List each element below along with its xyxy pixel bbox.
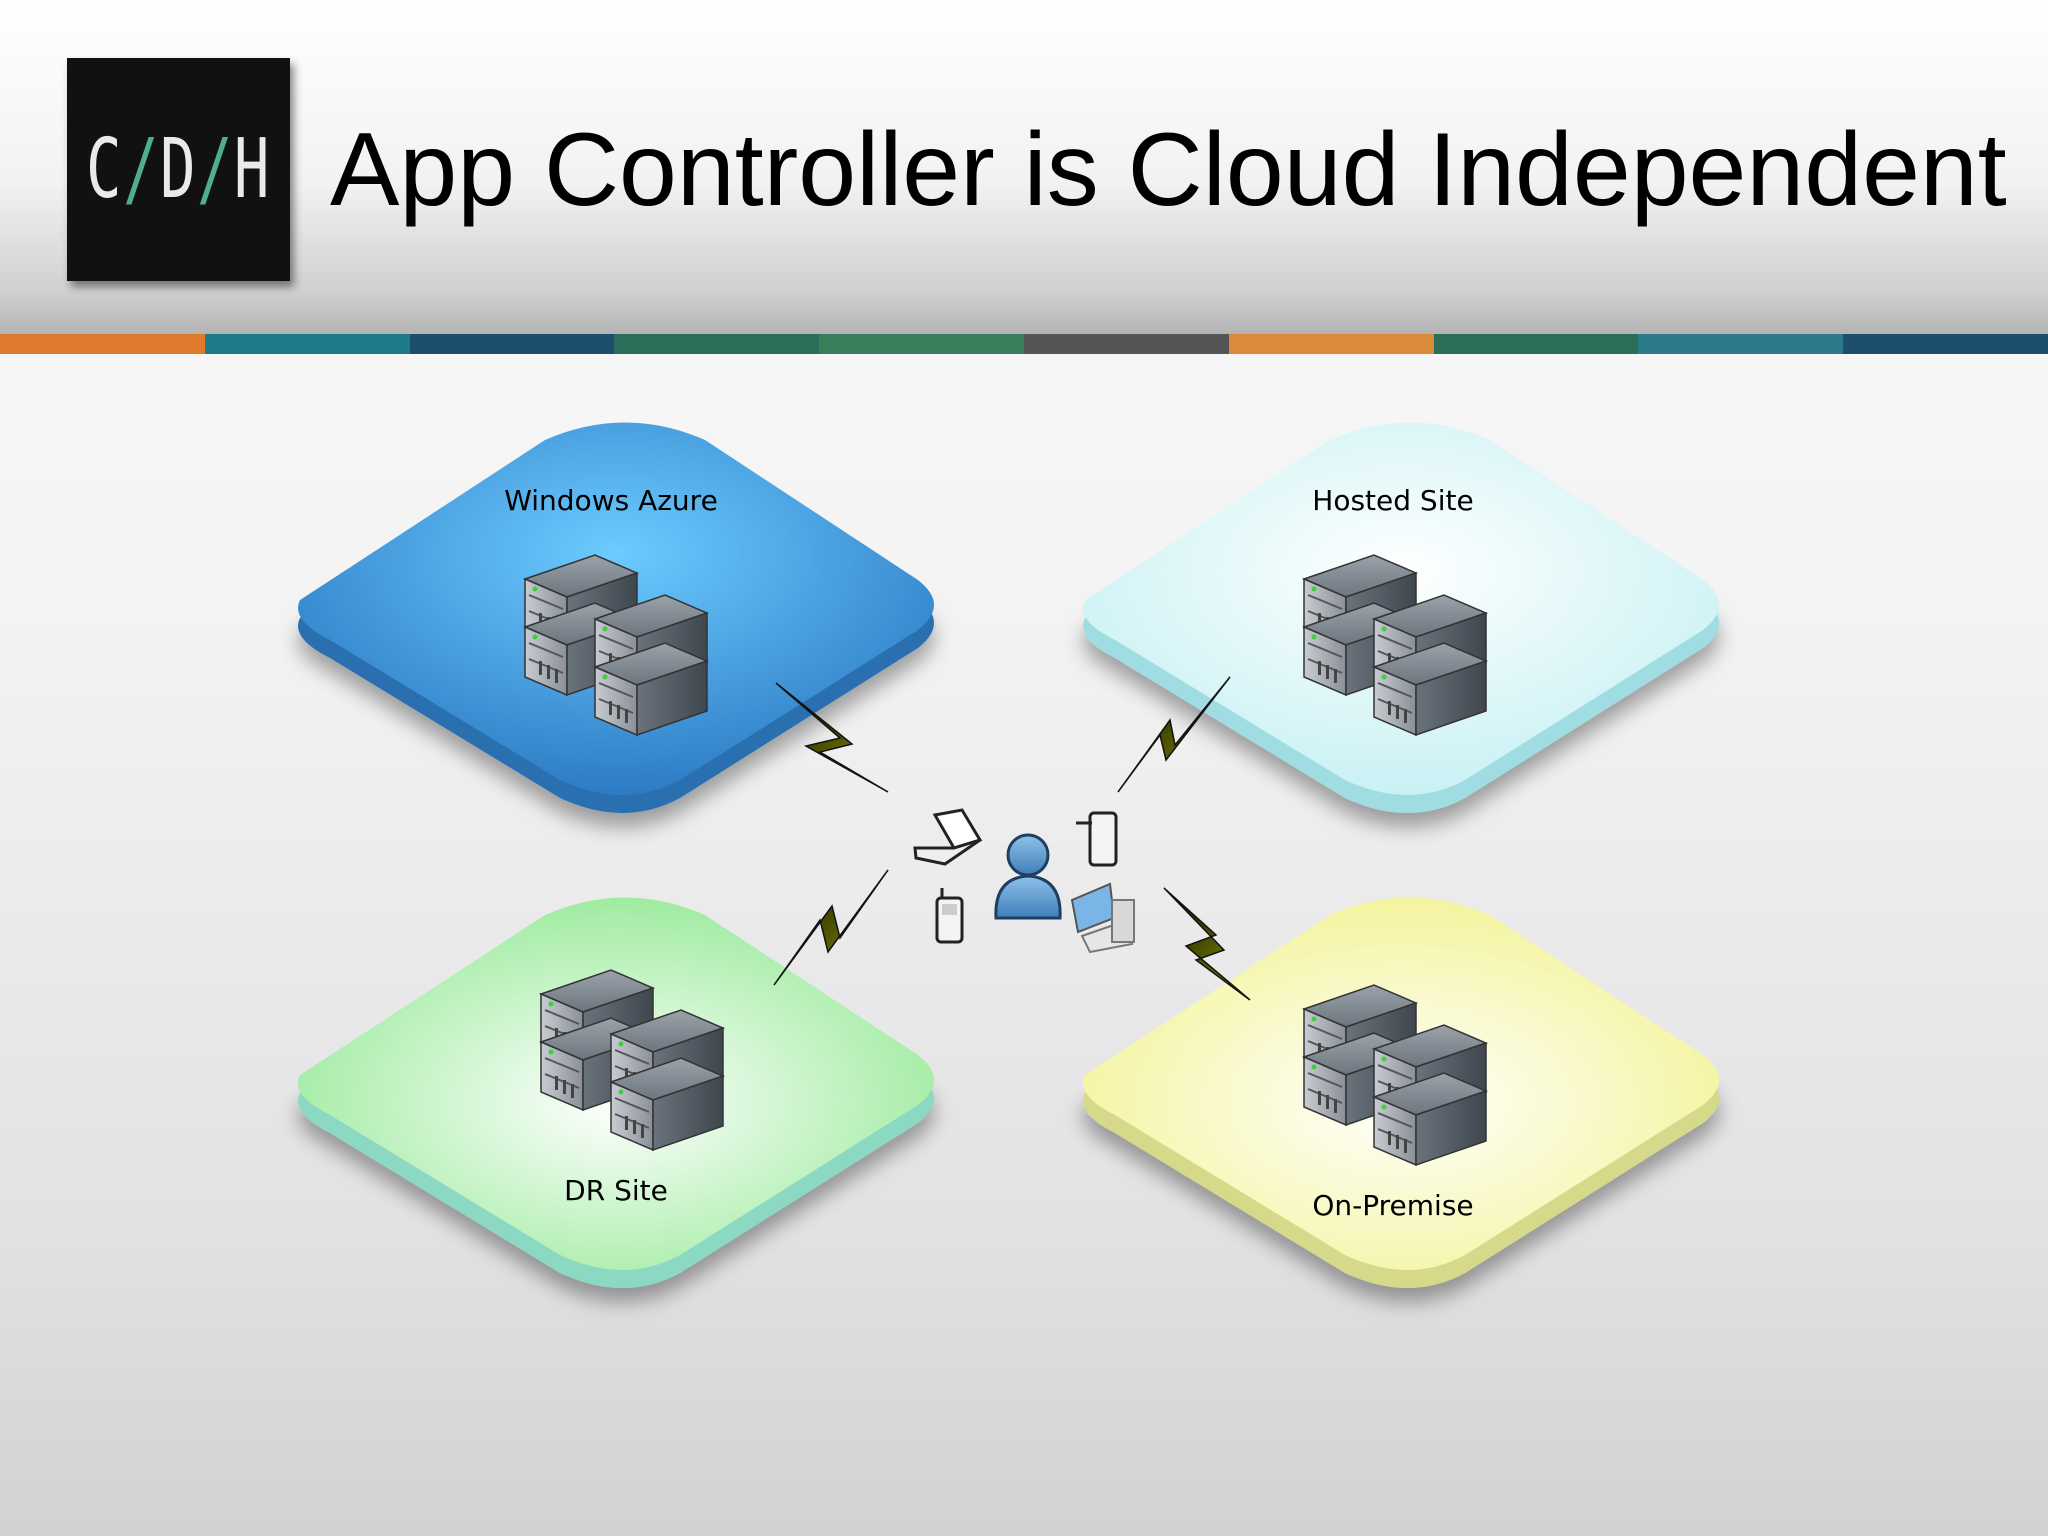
site-label-dr-site: DR Site — [564, 1174, 668, 1207]
site-dr: DR Site — [298, 897, 934, 1288]
slide-header — [0, 0, 2048, 334]
stripe-segment — [1433, 334, 1639, 354]
stripe-segment — [0, 334, 205, 354]
lightning-bolt-icon — [1117, 676, 1231, 793]
mobile-phone-icon — [935, 888, 964, 944]
site-hosted: Hosted Site — [1083, 422, 1719, 813]
site-label-windows-azure: Windows Azure — [504, 484, 718, 517]
stripe-segment — [204, 334, 410, 354]
desktop-computer-icon — [1070, 882, 1135, 954]
site-windows-azure: Windows Azure — [298, 422, 934, 813]
stripe-segment — [614, 334, 820, 354]
stripe-segment — [409, 334, 615, 354]
lightning-bolt-icon — [1163, 887, 1251, 1001]
header-color-stripe — [0, 334, 2048, 354]
logo-text: C/D/H — [86, 122, 271, 217]
site-label-hosted-site: Hosted Site — [1312, 484, 1473, 517]
stripe-segment — [1638, 334, 1844, 354]
laptop-icon — [913, 808, 983, 866]
site-label-on-premise: On-Premise — [1312, 1189, 1473, 1222]
stripe-segment — [1023, 334, 1229, 354]
user-icon — [994, 833, 1062, 920]
lightning-bolt-icon — [773, 869, 889, 986]
slide-title: App Controller is Cloud Independent — [330, 112, 2007, 228]
stripe-segment — [819, 334, 1024, 354]
stripe-segment — [1843, 334, 2048, 354]
stripe-segment — [1228, 334, 1434, 354]
site-on-premise: On-Premise — [1083, 897, 1719, 1288]
lightning-bolt-icon — [775, 682, 889, 793]
cdh-logo: C/D/H — [67, 58, 290, 281]
tablet-icon — [1076, 811, 1118, 867]
